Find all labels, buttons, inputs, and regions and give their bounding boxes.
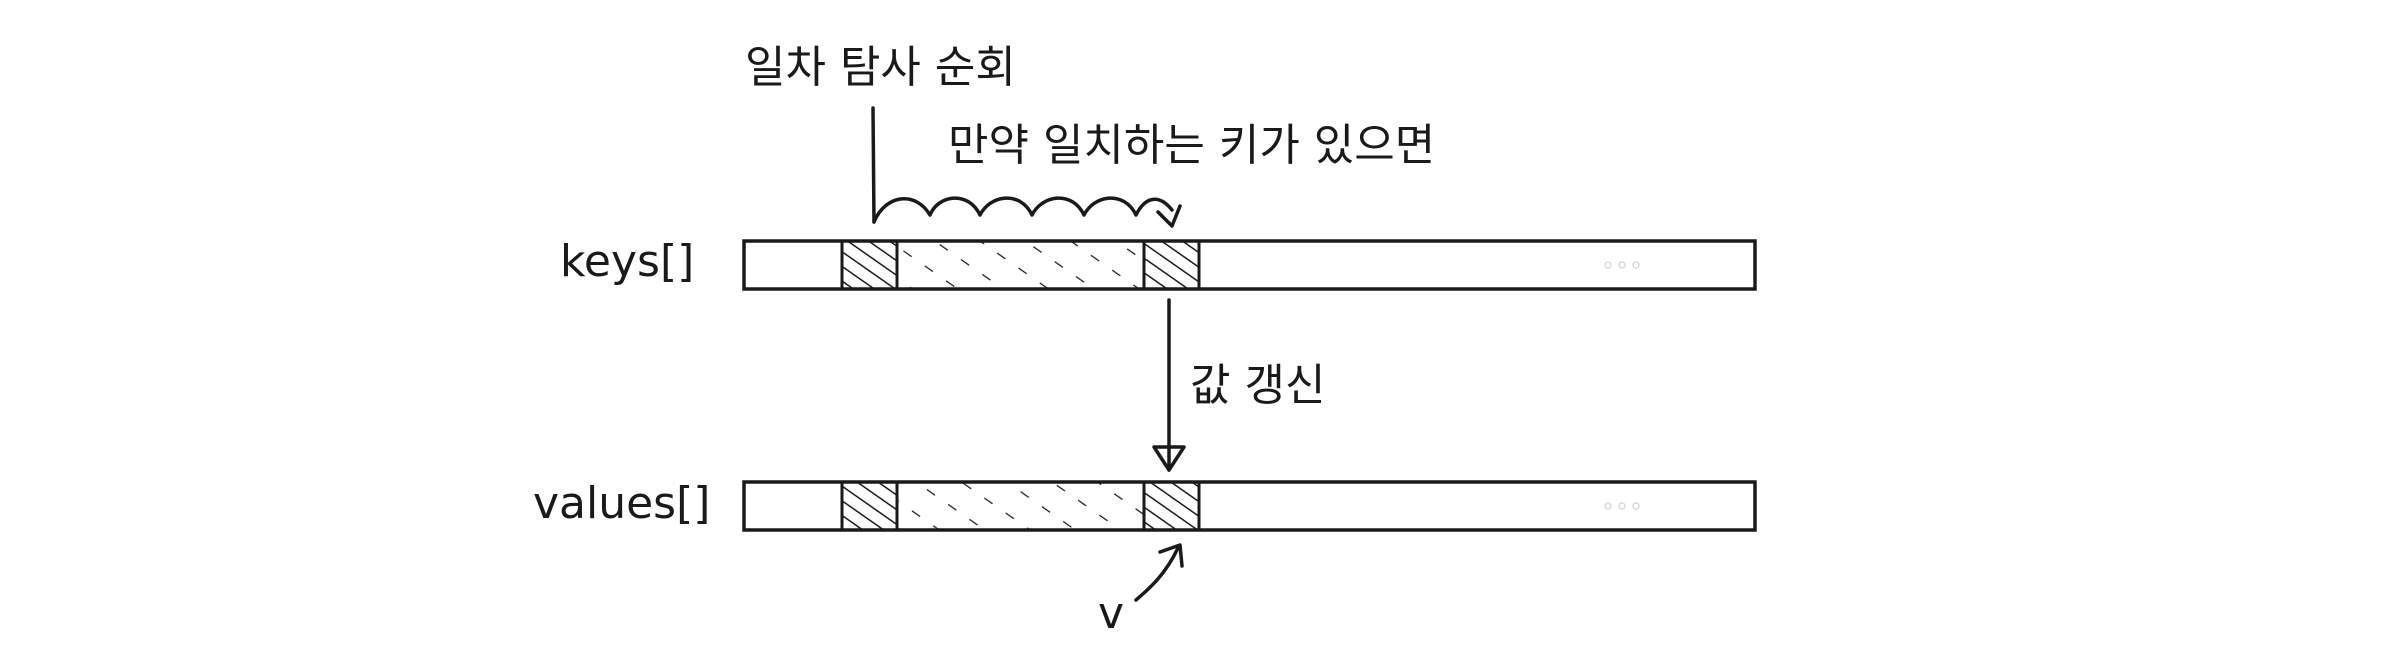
keys-ellipsis (1604, 261, 1640, 269)
values-array-label: values[] (533, 478, 710, 529)
values-ellipsis (1604, 502, 1640, 510)
keys-hash-slot (840, 239, 899, 291)
update-arrow-head (1152, 445, 1186, 472)
values-match-slot (1142, 480, 1201, 532)
keys-probe-range (895, 239, 1146, 291)
if-match-label: 만약 일치하는 키가 있으면 (948, 120, 1435, 171)
v-arrow-head (1158, 543, 1184, 568)
v-label: v (1098, 588, 1124, 639)
traverse-line (871, 106, 876, 224)
probe-arrow-head (1156, 204, 1182, 228)
probe-loops-arrow (872, 196, 1174, 224)
traverse-label: 일차 탐사 순회 (745, 42, 1016, 93)
values-hash-slot (840, 480, 899, 532)
keys-array (742, 239, 1757, 291)
values-array (742, 480, 1757, 532)
v-arrow (1134, 546, 1180, 602)
keys-array-label: keys[] (560, 236, 694, 287)
update-value-label: 값 갱신 (1190, 360, 1325, 411)
keys-match-slot (1142, 239, 1201, 291)
values-probe-range (895, 480, 1146, 532)
